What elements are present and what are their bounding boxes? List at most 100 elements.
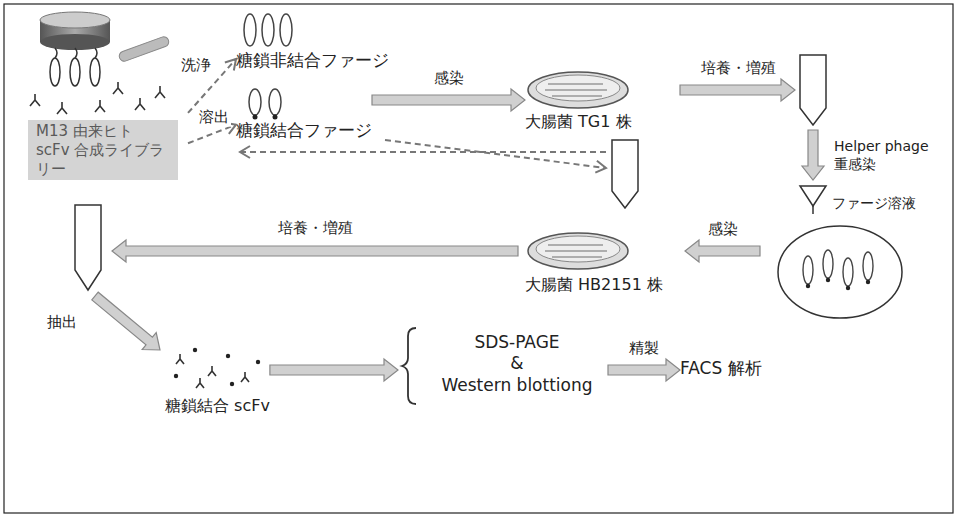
dot [806,284,810,288]
item-label: ファージ溶液 [760,195,916,213]
dot [826,278,830,282]
plate-rim [536,236,620,262]
block-arrow [112,240,518,262]
arrowhead [240,146,250,158]
phage-icon [244,14,256,46]
plate-streak [545,245,607,257]
scfv-icon [113,82,123,94]
column-illustration [30,12,170,114]
ligand-strand [55,48,97,58]
connector [270,359,398,381]
phage-icon [262,14,274,46]
plate [528,233,628,269]
labelled-item: 大腸菌 TG1 株 [525,62,675,132]
labelled-item: M13 由来ヒト scFv 合成ライブラリー [28,12,188,180]
tube-icon [612,140,638,208]
block-arrow [372,89,525,111]
phage-icon [863,252,873,280]
block-arrow [270,359,398,381]
edge-label: 感染 [706,220,740,239]
pipette-icon [118,35,170,62]
phage-icon [803,256,813,284]
dot [230,382,234,386]
binding-phages [249,89,281,120]
labelled-item: 糖鎖結合 scFv [165,340,270,416]
scfv-icon [57,102,67,114]
labelled-item: ファージ溶液 [760,195,916,318]
dashed-arrow [240,151,606,153]
phage-icon [90,58,100,86]
phage-icon [823,250,833,278]
column-bottom [40,34,110,50]
item-label: SDS-PAGE [426,332,608,353]
block-arrow [92,292,160,350]
item-label: 糖鎖結合ファージ [236,120,372,141]
phage-icon [843,258,853,286]
edge-label: 感染 [432,69,466,88]
scfv-dots [174,348,260,386]
block-arrow [608,359,680,381]
dashed-arrow [385,140,606,168]
step-label: 培養・増殖 [699,59,778,78]
phage-icon [269,89,281,115]
edge-label: 洗浄 [179,56,213,75]
dot [226,354,230,358]
dot [846,286,850,290]
scfv-icon [196,378,204,388]
scfv-icon [135,98,145,110]
plate-streak [545,84,607,96]
item-label: M13 由来ヒト scFv 合成ライブラリー [28,120,178,180]
connector [685,240,760,262]
labelled-item: FACS 解析 [680,358,762,379]
solution-circle [778,226,902,318]
solution-phages [803,250,873,286]
nonbinding-phages [244,14,292,46]
plate [528,72,628,108]
item-label: 大腸菌 HB2151 株 [525,275,685,295]
solution-dots [806,278,870,290]
edge-label: 溶出 [197,108,231,127]
funnel-tip [812,206,814,214]
arrowhead [225,59,236,70]
block-arrow [680,79,795,101]
item-label: & [426,353,608,374]
plate-tg1 [528,72,628,108]
tube-icon [75,205,101,290]
step-label: 抽出 [45,313,79,332]
item-label: 大腸菌 TG1 株 [525,112,675,132]
funnel-icon [800,186,826,206]
block-arrow [802,130,824,180]
dot [174,374,178,378]
scfv-icon [155,86,165,98]
dot [256,360,260,364]
scfv-icon [30,94,40,106]
plate-hb2151 [528,233,628,269]
item-label: 糖鎖非結合ファージ [236,50,389,71]
labelled-item: SDS-PAGE&Western blottiong [398,328,608,400]
phage-icon [280,14,292,46]
scfv-scatter [176,354,249,388]
labelled-item: 糖鎖非結合ファージ [236,10,389,71]
curly-bracket [402,328,416,404]
phage-icon [249,89,261,115]
connector [608,359,680,381]
column-top [40,12,110,28]
dot [866,280,870,284]
step-label: 培養・増殖 [276,219,355,238]
edge-label: 精製 [627,339,661,358]
labelled-item: 大腸菌 HB2151 株 [525,225,685,295]
scfv-icon [95,100,105,112]
item-label: Western blottiong [426,375,608,396]
arrowhead [595,161,606,173]
phage-icon [50,58,60,86]
step-label: Helper phage 重感染 [832,138,936,173]
tube-icon [800,55,826,125]
labelled-item: 糖鎖結合ファージ [236,86,372,141]
dashed-connector [188,125,236,144]
item-label: 糖鎖結合 scFv [165,396,270,416]
scfv-icons [30,82,165,114]
block-arrow [685,240,760,262]
